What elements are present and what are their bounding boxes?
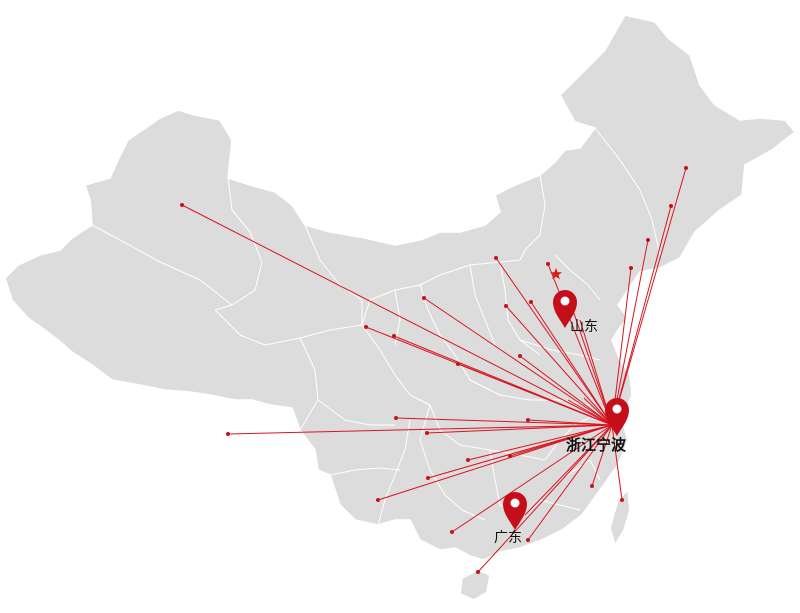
route-dot: [394, 416, 398, 420]
route-line: [467, 424, 613, 461]
route-dot: [392, 334, 396, 338]
route-line: [395, 417, 613, 426]
route-dot: [529, 300, 533, 304]
route-dot: [646, 238, 650, 242]
route-dot: [629, 266, 633, 270]
route-line: [457, 363, 613, 426]
location-pin-icon: [553, 290, 577, 328]
route-dot: [508, 454, 512, 458]
route-dot: [620, 498, 624, 502]
route-line: [611, 424, 623, 501]
route-line: [611, 167, 687, 426]
route-dot: [376, 498, 380, 502]
route-line: [611, 239, 649, 426]
route-line: [530, 301, 613, 426]
location-pin-icon: [503, 492, 527, 530]
route-line: [547, 263, 613, 426]
route-dot: [494, 256, 498, 260]
route-line: [567, 399, 613, 426]
route-line: [524, 424, 613, 516]
route-dot: [180, 203, 184, 207]
route-dot: [526, 538, 530, 542]
route-line: [451, 424, 613, 533]
route-line: [527, 424, 613, 541]
origin-dots: [180, 166, 688, 574]
star-icon: [550, 268, 562, 280]
route-line: [477, 424, 613, 573]
route-line: [227, 424, 613, 435]
route-line: [377, 424, 613, 501]
route-line: [427, 424, 613, 479]
marker-label-shandong: 山东: [570, 319, 598, 335]
route-dot: [426, 476, 430, 480]
route-line: [519, 355, 613, 426]
route-line: [423, 297, 613, 426]
location-pin-icon: [605, 398, 629, 436]
route-dot: [450, 530, 454, 534]
route-line: [527, 419, 613, 426]
route-line: [505, 305, 613, 426]
route-dot: [466, 458, 470, 462]
china-mainland: [4, 14, 796, 561]
route-dot: [422, 296, 426, 300]
route-dot: [684, 166, 688, 170]
route-dot: [476, 570, 480, 574]
route-line: [583, 397, 613, 426]
marker-label-ningbo: 浙江宁波: [566, 436, 627, 454]
route-dot: [526, 418, 530, 422]
route-line: [181, 204, 613, 426]
route-line: [611, 205, 672, 426]
route-dot: [226, 432, 230, 436]
route-dot: [590, 484, 594, 488]
taiwan-island: [609, 489, 631, 546]
route-line: [426, 424, 613, 434]
route-dot: [504, 304, 508, 308]
route-dot: [425, 431, 429, 435]
route-line: [591, 424, 613, 487]
route-dot: [518, 354, 522, 358]
marker-label-guangdong: 广东: [494, 530, 522, 546]
route-dot: [456, 362, 460, 366]
route-dot: [546, 262, 550, 266]
route-line: [495, 257, 613, 426]
route-dot: [364, 325, 368, 329]
route-dot: [669, 204, 673, 208]
hainan-island: [459, 569, 491, 601]
